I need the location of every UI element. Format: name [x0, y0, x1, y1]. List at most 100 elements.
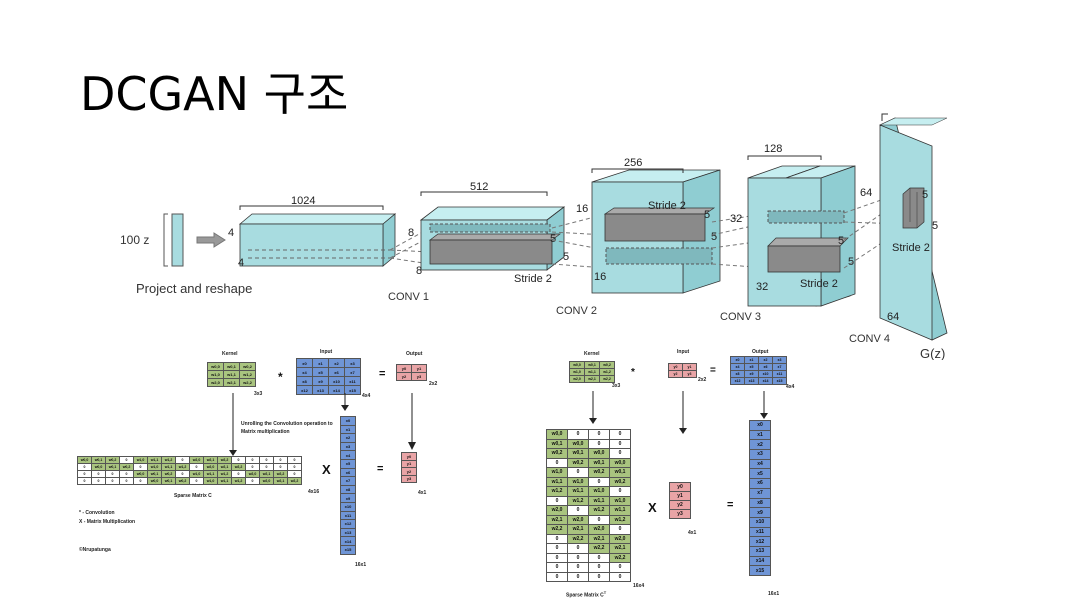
matrix-cell: w2,0: [569, 375, 585, 383]
matrix-cell: 0: [245, 477, 260, 485]
matrix-cell: w2,2: [273, 470, 288, 478]
matrix-cell: w0,2: [175, 477, 190, 485]
matrix-cell: w0,2: [567, 457, 589, 468]
z-vector: [171, 213, 184, 267]
matrix-cell: x1: [749, 429, 771, 441]
matrix-cell: w2,0: [588, 524, 610, 535]
equals-sign: =: [379, 368, 386, 380]
matrix-cell: w1,2: [609, 514, 631, 525]
matrix-cell: 0: [588, 571, 610, 582]
matrix-cell: x2: [749, 439, 771, 451]
matrix-cell: w1,1: [161, 463, 176, 471]
matrix-cell: w1,0: [546, 467, 568, 478]
matrix-cell: 0: [273, 463, 288, 471]
matrix-cell: 0: [609, 562, 631, 573]
matrix-cell: 0: [609, 448, 631, 459]
matrix-cell: x10: [749, 516, 771, 528]
matrix-cell: x0: [730, 356, 745, 364]
tmatrix-multiplication-operator: X: [648, 500, 657, 515]
matrix-cell: x15: [749, 565, 771, 576]
matrix-cell: w2,0: [189, 456, 204, 464]
matrix-cell: 0: [546, 571, 568, 582]
matrix-cell: x5: [749, 468, 771, 480]
conv1-side-b: 4: [238, 257, 244, 269]
matrix-cell: y1: [411, 364, 427, 373]
matrix-cell: w1,2: [231, 477, 246, 485]
tsparse-matrix-label: Sparse Matrix CT: [566, 590, 606, 599]
matrix-cell: 0: [287, 470, 302, 478]
matrix-cell: x0: [340, 416, 356, 426]
matrix-cell: 0: [105, 477, 120, 485]
matrix-cell: x8: [730, 370, 745, 378]
output-name: G(z): [920, 346, 945, 360]
matrix-cell: w1,0: [133, 456, 148, 464]
matrix-cell: w0,2: [588, 467, 610, 478]
matrix-cell: 0: [77, 463, 92, 471]
matrix-cell: x14: [758, 377, 773, 385]
input-vector-size: 16x1: [355, 562, 367, 568]
matrix-cell: y3: [411, 372, 427, 381]
matrix-cell: y2: [401, 467, 417, 476]
matrix-cell: w0,0: [567, 438, 589, 449]
matrix-cell: w2,0: [609, 533, 631, 544]
matrix-cell: 0: [189, 463, 204, 471]
matrix-cell: w2,2: [231, 463, 246, 471]
matrix-cell: w0,2: [609, 476, 631, 487]
matrix-cell: x4: [730, 363, 745, 371]
matrix-cell: x2: [758, 356, 773, 364]
tsparse-label-sup: T: [603, 590, 607, 595]
matrix-cell: w0,0: [91, 463, 106, 471]
matrix-cell: w1,0: [203, 477, 218, 485]
matrix-cell: 0: [259, 456, 274, 464]
matrix-cell: w0,0: [77, 456, 92, 464]
matrix-cell: x0: [296, 358, 313, 368]
matrix-cell: x5: [340, 458, 356, 469]
conv2-kernel-a: 5: [550, 233, 556, 245]
matrix-cell: x3: [772, 356, 787, 364]
matrix-cell: w2,0: [207, 378, 224, 387]
matrix-cell: w2,0: [203, 463, 218, 471]
matrix-cell: 0: [588, 429, 610, 440]
matrix-cell: x15: [772, 377, 787, 385]
matrix-cell: 0: [119, 477, 134, 485]
matrix-cell: w0,1: [91, 456, 106, 464]
matrix-cell: x14: [340, 536, 356, 546]
matrix-cell: 0: [231, 470, 246, 478]
matrix-cell: 0: [567, 467, 589, 478]
matrix-cell: 0: [546, 533, 568, 544]
matrix-cell: y3: [682, 370, 697, 378]
matrix-cell: 0: [567, 505, 589, 516]
legend-convolution: * - Convolution: [79, 510, 115, 516]
matrix-cell: x7: [772, 363, 787, 371]
output-title: Output: [406, 351, 423, 357]
matrix-multiplication-operator: X: [322, 462, 331, 477]
matrix-cell: w0,1: [161, 477, 176, 485]
matrix-cell: 0: [273, 456, 288, 464]
matrix-cell: x14: [749, 555, 771, 567]
matrix-cell: 0: [133, 477, 148, 485]
matrix-cell: 0: [119, 456, 134, 464]
matrix-cell: x10: [340, 501, 356, 512]
matrix-cell: 0: [588, 476, 610, 487]
matrix-cell: 0: [609, 571, 631, 582]
matrix-cell: w2,1: [223, 378, 240, 387]
conv2-side-a: 8: [408, 227, 414, 239]
matrix-cell: 0: [287, 463, 302, 471]
matrix-cell: y0: [669, 482, 691, 492]
matrix-cell: w2,2: [588, 543, 610, 554]
unroll-arrows: [229, 393, 416, 456]
tunroll-arrows: [589, 391, 768, 434]
output-kernel-a: 5: [922, 189, 928, 201]
matrix-cell: w1,0: [567, 476, 589, 487]
matrix-cell: x3: [344, 358, 361, 368]
matrix-cell: w2,1: [217, 463, 232, 471]
project-arrow: [196, 232, 226, 248]
matrix-cell: y2: [668, 370, 683, 378]
